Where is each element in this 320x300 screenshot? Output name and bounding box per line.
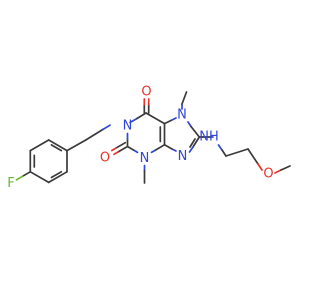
n9-label: N (178, 149, 188, 164)
molecule-structure: F O O N N N N NH O (7, 85, 291, 192)
imidazole-ring (163, 117, 201, 153)
ether-oxygen-label: O (263, 167, 273, 182)
c-f-bond-colored (15, 175, 24, 181)
fluorine-label: F (7, 176, 14, 191)
amine-nh-label: NH (199, 130, 219, 145)
n3-label: N (140, 151, 150, 166)
fluorophenyl-ring (29, 139, 68, 184)
n7-label: N (177, 108, 187, 123)
pyrimidine-ring (126, 112, 166, 154)
n1-label: N (123, 119, 133, 134)
carbonyl-oxygen-left-label: O (100, 151, 110, 166)
benzyl-bond (66, 139, 87, 152)
ch2-n1-bond (84, 128, 104, 141)
atom-labels: F O O N N N N NH O (7, 85, 273, 192)
carbonyl-oxygen-top-label: O (141, 85, 151, 100)
c-f-bond (21, 170, 32, 178)
